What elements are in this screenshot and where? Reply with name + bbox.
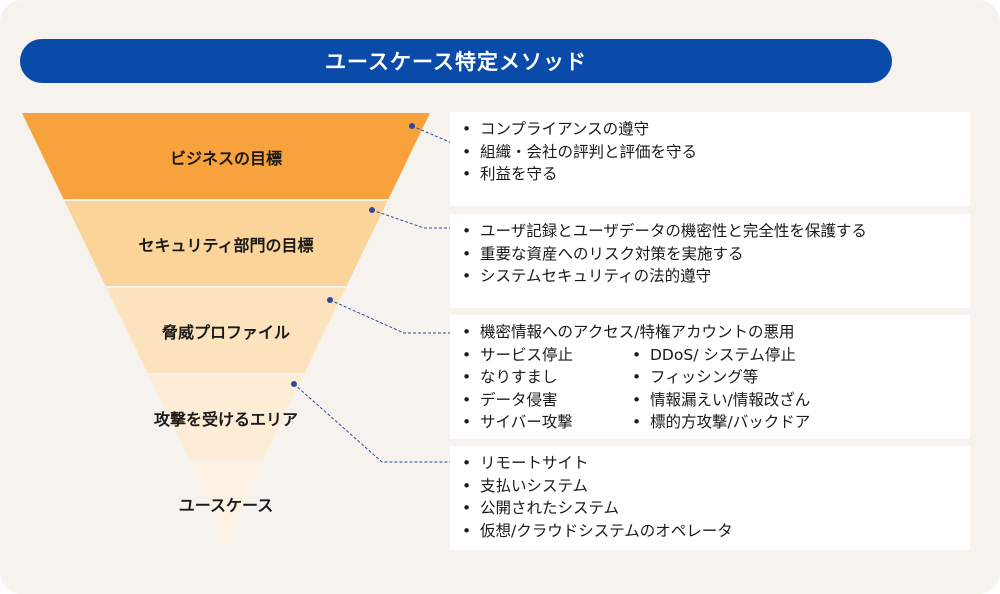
connector-dot-4 — [291, 381, 297, 387]
funnel-layer-usecase — [190, 461, 262, 548]
layer-label-security: セキュリティ部門の目標 — [138, 236, 314, 255]
connector-dot-1 — [409, 123, 415, 129]
list-item-text: 仮想/クラウドシステムのオペレータ — [480, 521, 733, 540]
connector-dot-3 — [327, 297, 333, 303]
funnel-layer-business — [22, 113, 430, 200]
list-item: • サイバー攻撃 — [462, 411, 632, 434]
list-item-text: ユーザ記録とユーザデータの機密性と完全性を保護する — [480, 222, 867, 240]
list-item: • 機密情報へのアクセス/特権アカウントの悪用 — [462, 321, 960, 344]
bullet-icon: • — [462, 345, 472, 364]
list-item: • システムセキュリティの法的遵守 — [462, 265, 960, 288]
funnel-layer-attack-area — [148, 374, 304, 461]
bullet-icon: • — [462, 120, 472, 138]
bullet-icon: • — [462, 476, 472, 495]
funnel-layer-security — [64, 200, 388, 287]
connector-line-3 — [329, 299, 452, 334]
bullet-icon: • — [462, 454, 472, 472]
connector-line-2 — [371, 209, 452, 229]
bullet-icon: • — [462, 368, 472, 386]
box-threat-profile: • 機密情報へのアクセス/特権アカウントの悪用 • サービス停止 • なりすまし • デ… — [450, 315, 970, 439]
list-item-text: サイバー攻撃 — [480, 413, 573, 431]
bullet-icon: • — [462, 267, 472, 285]
bullet-icon: • — [462, 499, 472, 517]
list-item: • 仮想/クラウドシステムのオペレータ — [462, 520, 960, 543]
list-item-text: 情報漏えい/情報改ざん — [650, 390, 811, 409]
list-item-text: 公開されたシステム — [480, 499, 620, 517]
list-item: • リモートサイト — [462, 452, 960, 475]
layer-label-threat: 脅威プロファイル — [161, 323, 291, 342]
bullet-icon: • — [462, 413, 472, 431]
connector-line-1 — [411, 125, 453, 144]
list-item: • コンプライアンスの遵守 — [462, 118, 960, 141]
box-business-goals: • コンプライアンスの遵守 • 組織・会社の評判と評価を守る • 利益を守る — [450, 112, 970, 206]
bullet-icon: • — [462, 165, 472, 183]
bullet-icon: • — [462, 521, 472, 540]
list-item-text: DDoS/ システム停止 — [650, 345, 796, 364]
list-item: • フィッシング等 — [632, 366, 810, 389]
box-security-goals: • ユーザ記録とユーザデータの機密性と完全性を保護する • 重要な資産へのリスク対策… — [450, 214, 970, 308]
bullet-icon: • — [632, 345, 642, 364]
bullet-icon: • — [462, 390, 472, 409]
list-item-text: コンプライアンスの遵守 — [480, 120, 650, 138]
list-item-text: 組織・会社の評判と評価を守る — [480, 142, 698, 161]
list-item: • 標的方攻撃/バックドア — [632, 411, 810, 434]
page-title: ユースケース特定メソッド — [20, 39, 892, 83]
bullet-icon: • — [462, 142, 472, 161]
list-item-text: 重要な資産へのリスク対策を実施する — [480, 244, 744, 263]
list-item: • なりすまし — [462, 366, 632, 389]
list-item-text: なりすまし — [480, 368, 558, 386]
bullet-icon: • — [632, 368, 642, 386]
list-item: • ユーザ記録とユーザデータの機密性と完全性を保護する — [462, 220, 960, 243]
bullet-icon: • — [462, 244, 472, 263]
list-item: • DDoS/ システム停止 — [632, 344, 810, 367]
list-item-text: 利益を守る — [480, 165, 558, 183]
list-item-text: サービス停止 — [480, 345, 574, 364]
list-item: • 利益を守る — [462, 163, 960, 186]
layer-label-usecase: ユースケース — [178, 496, 274, 515]
list-item: • 情報漏えい/情報改ざん — [632, 389, 810, 412]
list-item: • サービス停止 — [462, 344, 632, 367]
list-item-text: 機密情報へのアクセス/特権アカウントの悪用 — [480, 323, 795, 341]
layer-label-business: ビジネスの目標 — [169, 149, 283, 168]
list-item: • 公開されたシステム — [462, 497, 960, 520]
list-item-text: システムセキュリティの法的遵守 — [480, 267, 712, 285]
list-item-text: リモートサイト — [480, 454, 589, 472]
bullet-icon: • — [462, 222, 472, 240]
list-item-text: フィッシング等 — [650, 368, 759, 386]
bullet-icon: • — [632, 390, 642, 409]
list-item: • 支払いシステム — [462, 475, 960, 498]
list-item-text: 支払いシステム — [480, 476, 589, 495]
bullet-icon: • — [632, 413, 642, 431]
layer-label-attack-area: 攻撃を受けるエリア — [153, 410, 299, 429]
funnel-layer-threat — [106, 287, 346, 374]
bullet-icon: • — [462, 323, 472, 341]
box-attack-areas: • リモートサイト • 支払いシステム • 公開されたシステム • 仮想/クラウドシステ… — [450, 446, 970, 550]
list-item-text: 標的方攻撃/バックドア — [650, 413, 811, 431]
connector-line-4 — [293, 383, 452, 463]
list-item-text: データ侵害 — [480, 390, 558, 409]
list-item: • 重要な資産へのリスク対策を実施する — [462, 243, 960, 266]
connector-dot-2 — [369, 207, 375, 213]
list-item: • 組織・会社の評判と評価を守る — [462, 141, 960, 164]
list-item: • データ侵害 — [462, 389, 632, 412]
